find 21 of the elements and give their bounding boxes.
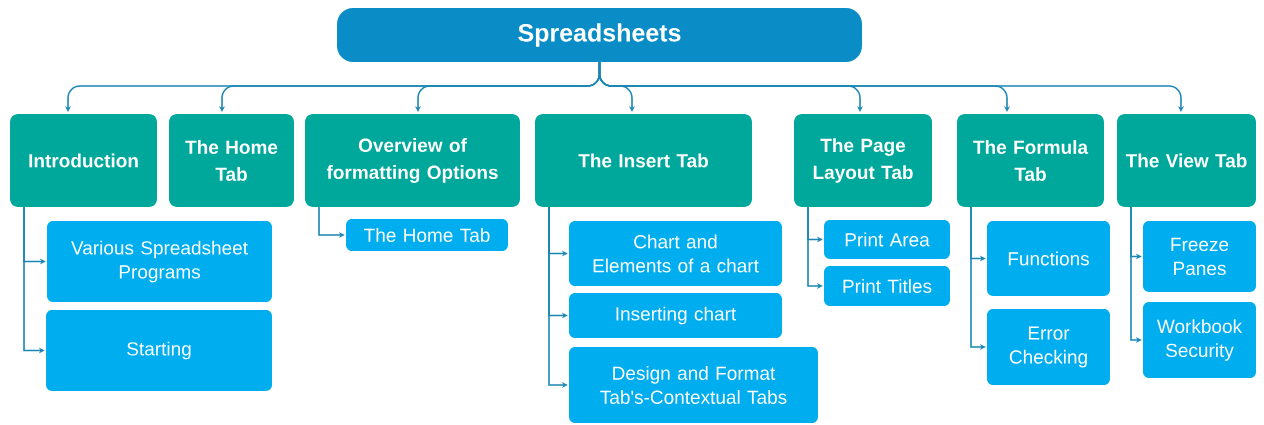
category-box: Introduction: [10, 114, 157, 207]
arrow: [598, 61, 1185, 112]
topic-box: Various Spreadsheet Programs: [47, 221, 272, 302]
topic-box: Print Area: [824, 220, 950, 259]
category-box: The View Tab: [1117, 114, 1256, 207]
topic-box: Freeze Panes: [1143, 221, 1256, 292]
topic-box: Functions: [987, 221, 1110, 296]
topic-box: Chart and Elements of a chart: [569, 221, 782, 286]
category-box: Overview of formatting Options: [305, 114, 520, 207]
title-box: Spreadsheets: [337, 8, 862, 62]
topic-box: Starting: [46, 310, 272, 391]
category-box: The Home Tab: [169, 114, 294, 207]
topic-box: Print Titles: [824, 266, 950, 306]
topic-box: Workbook Security: [1143, 302, 1256, 378]
topic-box: The Home Tab: [346, 219, 508, 251]
category-box: The Page Layout Tab: [794, 114, 932, 207]
topic-box: Inserting chart: [569, 293, 782, 338]
category-box: The Formula Tab: [957, 114, 1104, 207]
topic-box: Design and Format Tab's-Contextual Tabs: [569, 347, 818, 423]
topic-box: Error Checking: [987, 309, 1110, 385]
category-box: The Insert Tab: [535, 114, 752, 207]
